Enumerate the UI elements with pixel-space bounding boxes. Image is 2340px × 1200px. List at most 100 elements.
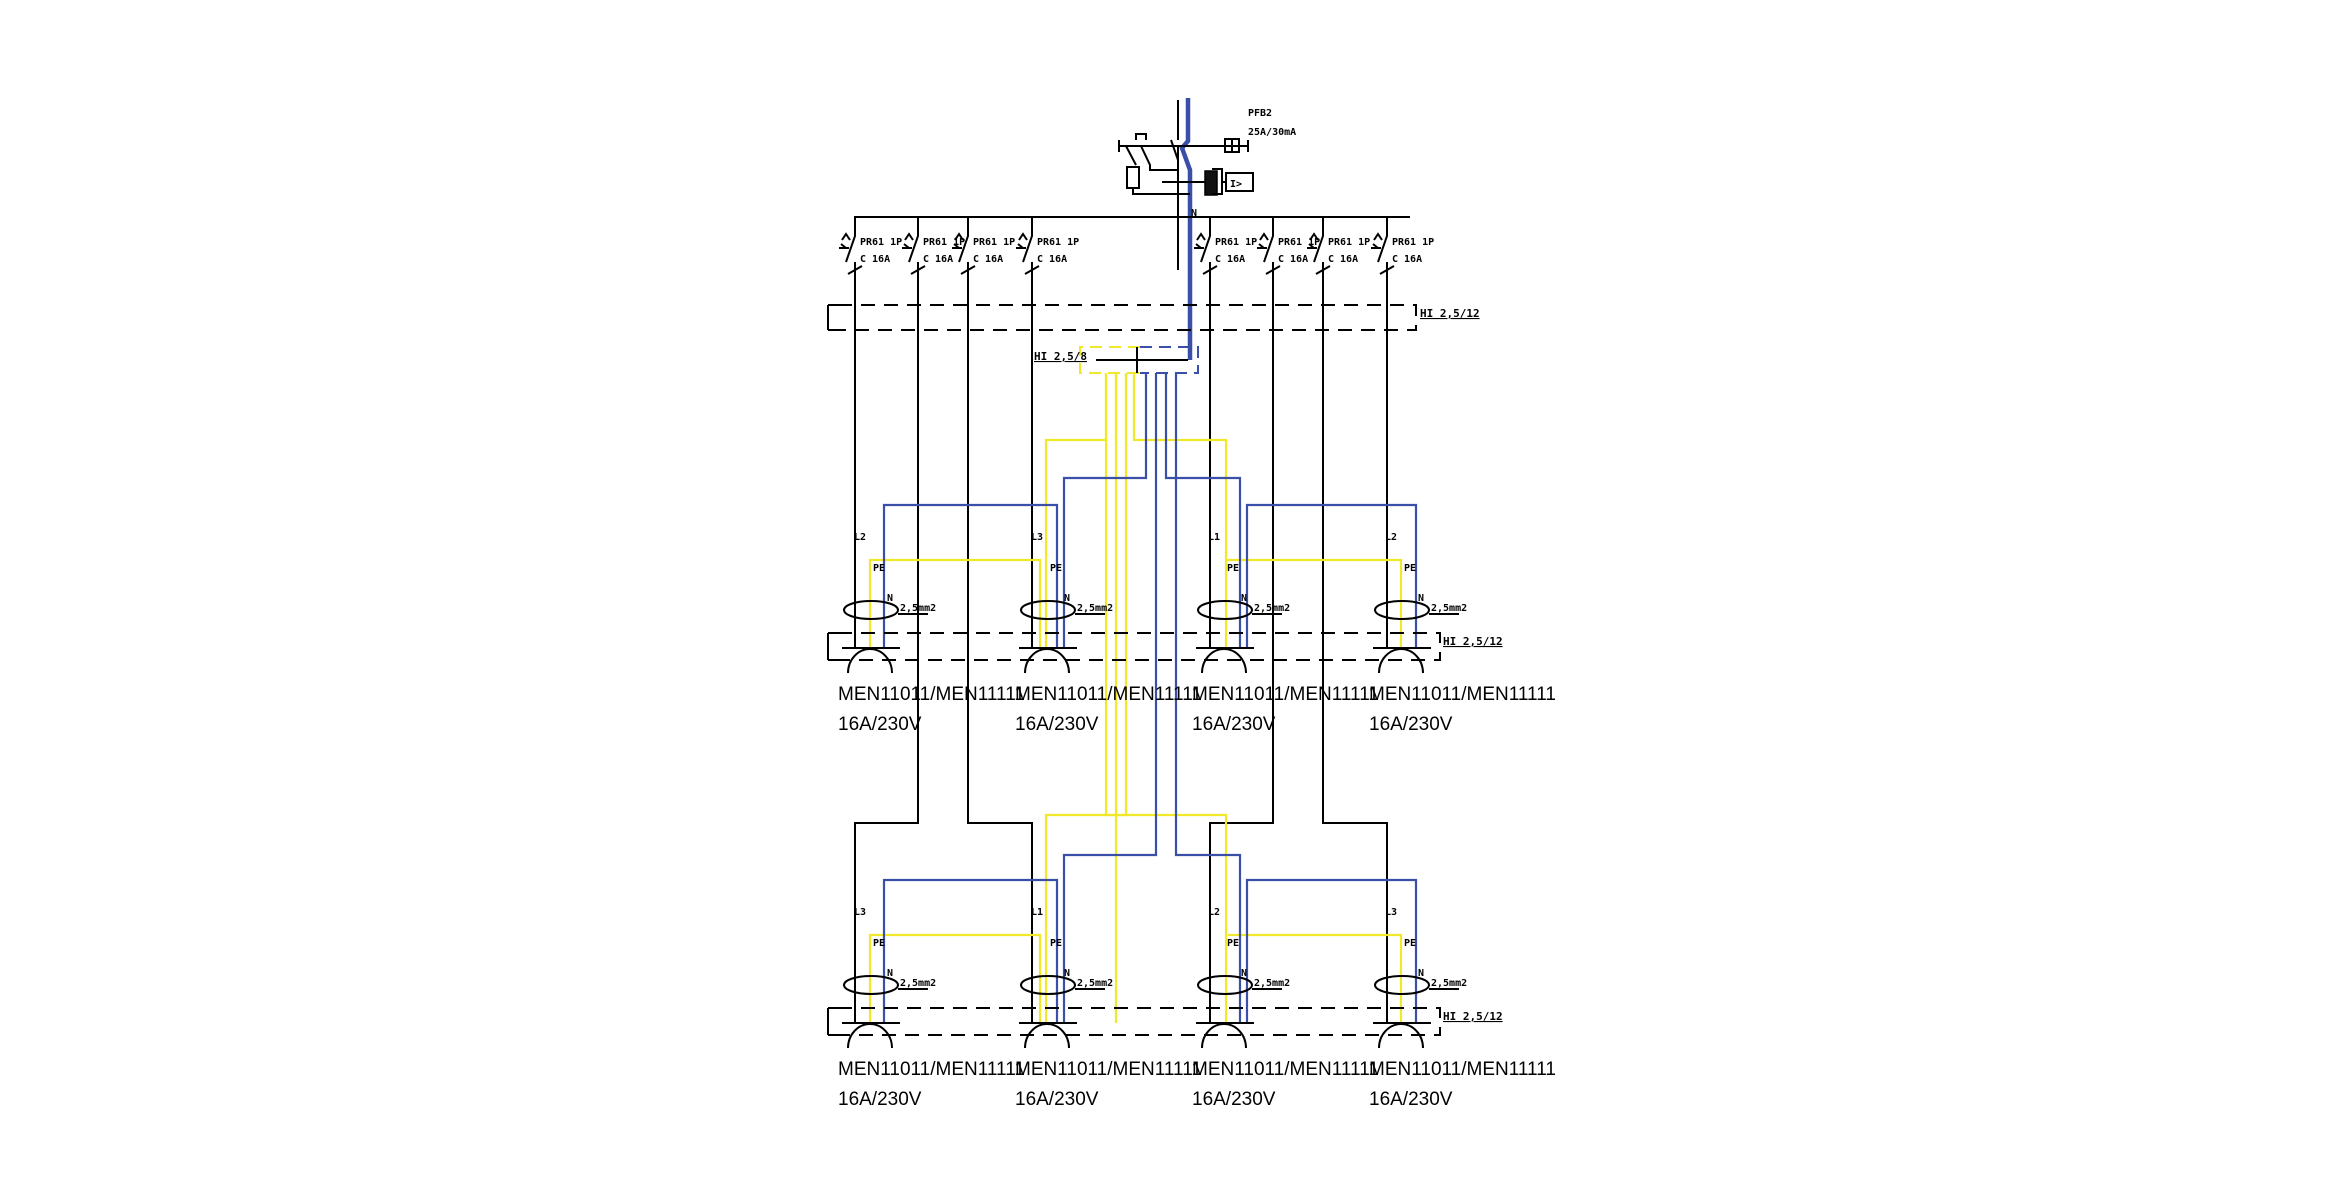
breaker: PR61 1PC 16A — [1016, 217, 1079, 400]
terminal-box: HI 2,5/8 — [1034, 346, 1199, 374]
terminal-box-label: HI 2,5/8 — [1034, 350, 1087, 363]
socket-rating: 16A/230V — [1369, 1089, 1453, 1110]
socket-rating: 16A/230V — [1369, 714, 1453, 735]
rcd-name: PFB2 — [1248, 108, 1272, 119]
socket-enclosure-row2-label: HI 2,5/12 — [1443, 1010, 1503, 1023]
rcd-neutral-label: N — [1191, 208, 1197, 219]
rcd-pole-switch — [1170, 139, 1179, 161]
socket-model: MEN11011/MEN11111 — [838, 1059, 1025, 1080]
rcd-test-contact — [1125, 145, 1178, 171]
socket-model: MEN11011/MEN11111 — [1369, 1059, 1556, 1080]
earth-label: PE — [1404, 563, 1416, 574]
cable-bundle-ring — [1374, 600, 1430, 620]
breaker-curve: C 16A — [1328, 254, 1358, 265]
thermal-trip-icon — [902, 232, 914, 249]
phase-label: L2 — [1385, 532, 1397, 543]
breaker-contact — [1377, 217, 1388, 272]
rcd-lock-icon — [1224, 138, 1240, 153]
earth-label: PE — [1050, 563, 1062, 574]
socket-enclosure-row1-label: HI 2,5/12 — [1443, 635, 1503, 648]
breaker-curve: C 16A — [860, 254, 890, 265]
socket-rating: 16A/230V — [1192, 714, 1276, 735]
cable-bundle-ring — [843, 975, 899, 995]
earth-bridge-r1-right — [1226, 558, 1403, 648]
breaker-model: PR61 1P — [1037, 237, 1079, 248]
socket-symbol-icon — [1201, 648, 1247, 674]
breaker-model: PR61 1P — [860, 237, 902, 248]
breaker-group: PR61 1P C 16A PR61 1P C 16A PR61 1P C 16A PR61… — [839, 217, 1434, 400]
cable-size-label: 2,5mm2 — [1077, 978, 1113, 989]
breaker: PR61 1P C 16A — [839, 217, 902, 400]
neutral-label: N — [887, 968, 893, 979]
breaker-contact — [845, 217, 856, 272]
thermal-trip-icon — [1307, 232, 1319, 249]
neutral-label: N — [1064, 593, 1070, 604]
socket-enclosure-row1: HI 2,5/12 — [827, 632, 1503, 661]
neutral-bridge-r2-left — [882, 878, 1059, 1023]
phase-wire-s8 — [1322, 400, 1388, 1023]
neutral-riser-c — [1164, 373, 1242, 648]
socket-symbol-icon — [847, 1023, 893, 1049]
breaker: PR61 1PC 16A — [902, 217, 965, 400]
terminal-bar — [1096, 347, 1188, 373]
socket-rating: 16A/230V — [838, 1089, 922, 1110]
breaker-model: PR61 1P — [1328, 237, 1370, 248]
breaker: PR61 1PC 16A — [1371, 217, 1434, 400]
breaker-curve: C 16A — [973, 254, 1003, 265]
earth-riser-g — [1104, 373, 1228, 1023]
socket-symbol-icon — [1378, 1023, 1424, 1049]
phase-wire-s5 — [854, 400, 919, 1023]
cable-bundle-ring — [1197, 975, 1253, 995]
socket-symbol-icon — [1378, 648, 1424, 674]
earth-label: PE — [873, 938, 885, 949]
socket-model: MEN11011/MEN11111 — [1015, 684, 1202, 705]
wiring-group — [854, 373, 1418, 1023]
socket-model: MEN11011/MEN11111 — [1192, 1059, 1379, 1080]
thermal-trip-icon — [1257, 232, 1269, 249]
neutral-bridge-r1-left — [882, 503, 1059, 648]
neutral-label: N — [1241, 593, 1247, 604]
phase-wire-s6 — [967, 400, 1033, 1023]
cable-size-label: 2,5mm2 — [1431, 978, 1467, 989]
neutral-riser-b — [1062, 373, 1158, 1023]
cable-bundle-ring — [1020, 600, 1076, 620]
socket-rating: 16A/230V — [1015, 714, 1099, 735]
breaker-contact — [908, 217, 919, 272]
socket-symbol-icon — [1024, 648, 1070, 674]
phase-label: L1 — [1208, 532, 1220, 543]
neutral-bridge-r1-right — [1245, 503, 1418, 648]
neutral-label: N — [1064, 968, 1070, 979]
breaker-model: PR61 1P — [1215, 237, 1257, 248]
neutral-riser-a — [1062, 373, 1148, 648]
cable-size-label: 2,5mm2 — [1254, 978, 1290, 989]
phase-wire-s7 — [1209, 400, 1274, 1023]
earth-label: PE — [1404, 938, 1416, 949]
socket-symbol-icon — [847, 648, 893, 674]
rcd-device: I> PFB2 25A/30mA N — [1118, 98, 1296, 360]
rcd-test-resistor — [1126, 166, 1140, 189]
breaker: PR61 1P C 16A — [1194, 217, 1257, 400]
breaker-enclosure-label: HI 2,5/12 — [1420, 307, 1480, 320]
neutral-label: N — [887, 593, 893, 604]
breaker-curve: C 16A — [1215, 254, 1245, 265]
socket-rating: 16A/230V — [1192, 1089, 1276, 1110]
thermal-trip-icon — [1016, 232, 1028, 249]
cable-bundle-ring — [1020, 975, 1076, 995]
phase-label: L2 — [1208, 907, 1220, 918]
breaker-model: PR61 1P — [923, 237, 965, 248]
rcd-test-button — [1135, 133, 1147, 140]
socket-model: MEN11011/MEN11111 — [838, 684, 1025, 705]
breaker: PR61 1PC 16A — [952, 217, 1015, 400]
breaker-model: PR61 1P — [1278, 237, 1320, 248]
cable-size-label: 2,5mm2 — [900, 603, 936, 614]
breaker: PR61 1P C 16A — [1307, 217, 1370, 400]
neutral-label: N — [1241, 968, 1247, 979]
cable-size-label: 2,5mm2 — [1431, 603, 1467, 614]
breaker-curve: C 16A — [1278, 254, 1308, 265]
